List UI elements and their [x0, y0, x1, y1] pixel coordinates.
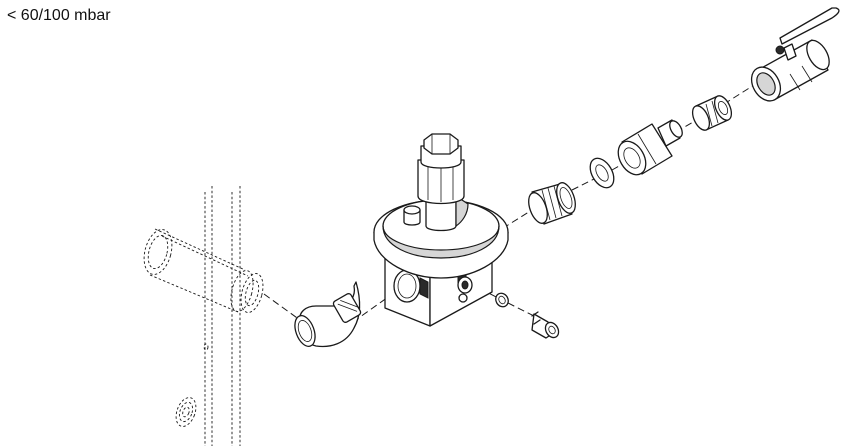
- test-nipple: [495, 292, 560, 339]
- union-nut-connector: [617, 119, 683, 176]
- regulator-body: [373, 133, 509, 327]
- elbow-fitting: [294, 281, 362, 348]
- threaded-nipple: [528, 182, 576, 225]
- assembly-axis-lines: [263, 79, 763, 323]
- reducing-bush: [691, 95, 733, 131]
- wall-outline: [175, 186, 241, 446]
- sealing-washer: [589, 157, 615, 189]
- ball-valve: [750, 7, 840, 102]
- wall-pipe-sleeve: [143, 228, 264, 313]
- pressure-label: < 60/100 mbar: [7, 7, 111, 24]
